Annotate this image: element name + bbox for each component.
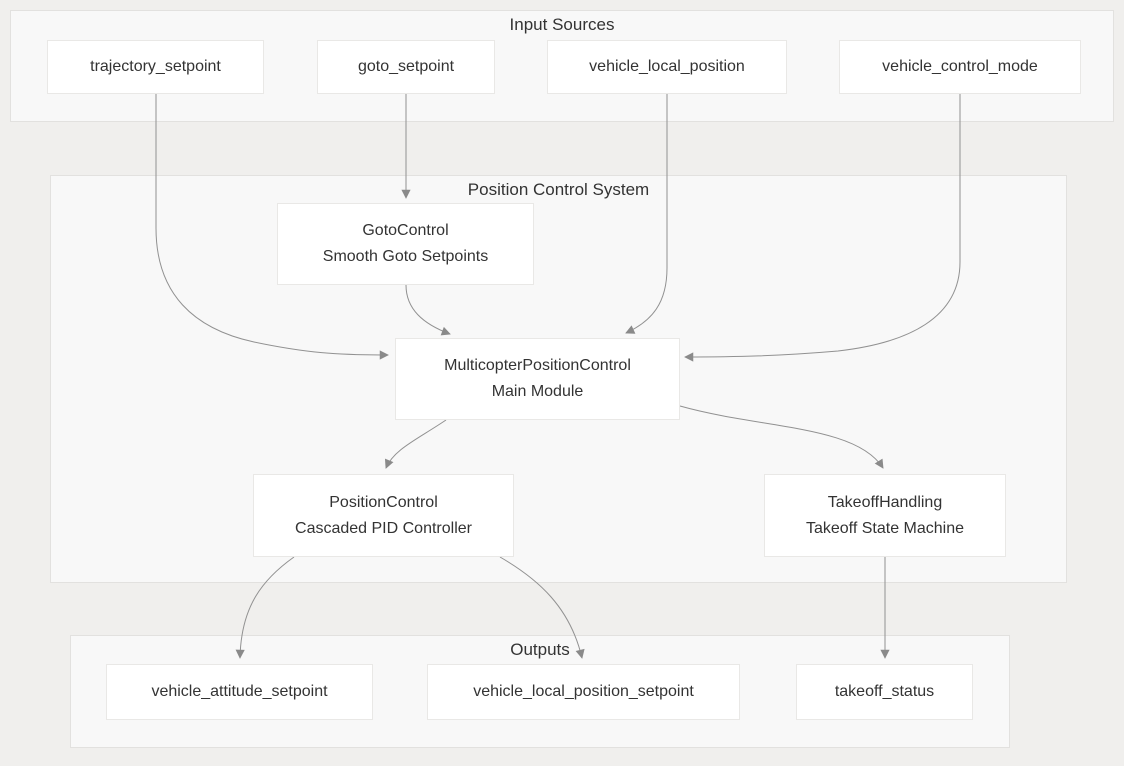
node-takeoff-status: takeoff_status bbox=[796, 664, 973, 720]
node-subtitle: Takeoff State Machine bbox=[805, 519, 965, 537]
node-label: goto_setpoint bbox=[357, 58, 455, 75]
node-label: takeoff_status bbox=[834, 683, 935, 700]
node-vehicle-local-position: vehicle_local_position bbox=[547, 40, 787, 94]
node-label: vehicle_local_position bbox=[589, 58, 745, 75]
node-subtitle: Main Module bbox=[491, 383, 584, 400]
node-label: vehicle_attitude_setpoint bbox=[151, 683, 328, 700]
node-vehicle-local-position-setpoint: vehicle_local_position_setpoint bbox=[427, 664, 740, 720]
node-vehicle-control-mode: vehicle_control_mode bbox=[839, 40, 1081, 94]
node-subtitle: Smooth Goto Setpoints bbox=[322, 248, 489, 265]
group-title-outputs: Outputs bbox=[510, 640, 570, 659]
group-title-input-sources: Input Sources bbox=[509, 15, 615, 34]
node-title: TakeoffHandling bbox=[827, 493, 943, 511]
node-title: PositionControl bbox=[329, 493, 438, 511]
node-multicopter-position-control: MulticopterPositionControl Main Module bbox=[395, 338, 680, 420]
node-trajectory-setpoint: trajectory_setpoint bbox=[47, 40, 264, 94]
node-title: MulticopterPositionControl bbox=[444, 357, 631, 374]
node-position-control: PositionControl Cascaded PID Controller bbox=[253, 474, 514, 557]
node-goto-setpoint: goto_setpoint bbox=[317, 40, 495, 94]
node-subtitle: Cascaded PID Controller bbox=[295, 519, 472, 537]
node-label: trajectory_setpoint bbox=[90, 58, 221, 75]
node-takeoff-handling: TakeoffHandling Takeoff State Machine bbox=[764, 474, 1006, 557]
node-goto-control: GotoControl Smooth Goto Setpoints bbox=[277, 203, 534, 285]
group-title-position-control-system: Position Control System bbox=[467, 180, 650, 199]
node-label: vehicle_local_position_setpoint bbox=[473, 683, 694, 700]
node-label: vehicle_control_mode bbox=[882, 58, 1038, 75]
node-vehicle-attitude-setpoint: vehicle_attitude_setpoint bbox=[106, 664, 373, 720]
node-title: GotoControl bbox=[362, 222, 449, 239]
